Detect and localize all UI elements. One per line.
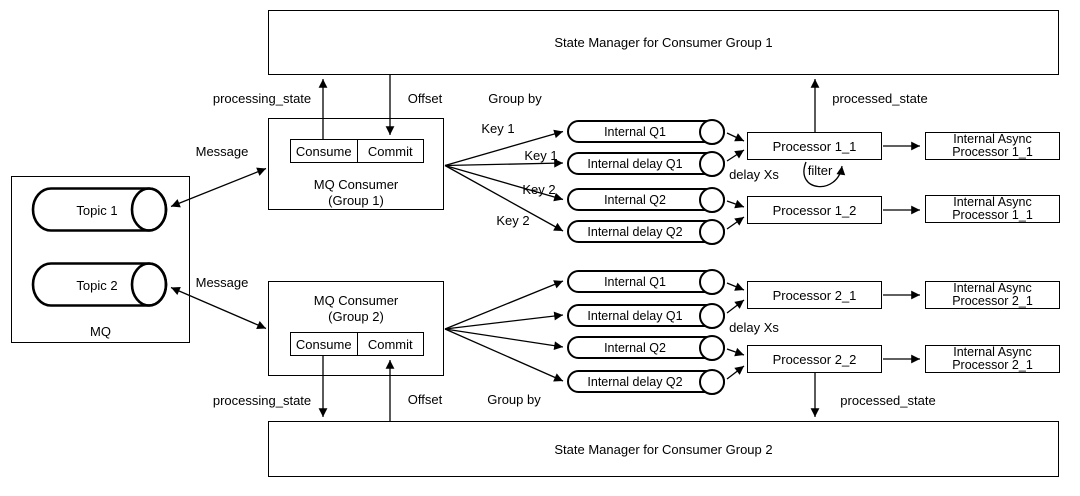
queue-head-circle (699, 187, 725, 213)
queue-label: Internal Q1 (604, 124, 666, 139)
queue-label: Internal delay Q2 (587, 374, 683, 389)
edge-delayq1-to-p11 (726, 149, 745, 162)
processor-1-1-box: Processor 1_1 (747, 132, 882, 160)
edge-label-key2-a: Key 2 (522, 182, 556, 197)
mq-consumer-group1-line2: (Group 1) (328, 192, 384, 208)
edge-key1-to-delayq1-g1 (444, 158, 564, 168)
edge-label-processing-state-2: processing_state (212, 393, 312, 408)
processor-label: Processor 2_2 (772, 351, 857, 367)
mq-box (11, 176, 190, 343)
edge-q1-to-p21 (726, 282, 745, 291)
queue-label: Internal Q2 (604, 192, 666, 207)
queue-head-circle (699, 335, 725, 361)
queue-label: Internal Q2 (604, 340, 666, 355)
edge-fan-q2-g2 (444, 328, 564, 351)
mq-consumer-group1-box (268, 118, 444, 210)
edge-label-processing-state-1: processing_state (212, 91, 312, 106)
queue-label: Internal delay Q1 (587, 308, 683, 323)
edge-label-group-by-1: Group by (488, 91, 542, 106)
consume-commit-table-1: Consume Commit (290, 139, 424, 163)
consume-commit-table-2: Consume Commit (290, 332, 424, 356)
mq-consumer-group1-line1: MQ Consumer (313, 177, 399, 192)
edge-label-key2-b: Key 2 (496, 213, 530, 228)
edge-label-delay-1: delay Xs (729, 167, 779, 182)
async-line2: Processor 1_1 (952, 208, 1033, 222)
mq-consumer-group2-box (268, 281, 444, 376)
topic-2-label: Topic 2 (76, 278, 118, 293)
processor-label: Processor 1_1 (772, 138, 857, 154)
queue-internal-q1-g1: Internal Q1 (567, 119, 725, 145)
consume-cell-1: Consume (295, 143, 352, 159)
queue-internal-delay-q1-g2: Internal delay Q1 (567, 303, 725, 329)
topic-1-label: Topic 1 (76, 203, 118, 218)
edge-label-key1-a: Key 1 (481, 121, 515, 136)
edge-delayq2-to-p12 (726, 216, 745, 230)
async-line2: Processor 1_1 (952, 145, 1033, 159)
edge-q1-to-p11 (726, 132, 745, 142)
queue-internal-delay-q1-g1: Internal delay Q1 (567, 151, 725, 177)
processor-1-2-box: Processor 1_2 (747, 196, 882, 224)
queue-internal-q2-g1: Internal Q2 (567, 187, 725, 213)
queue-internal-q1-g2: Internal Q1 (567, 269, 725, 295)
queue-head-circle (699, 219, 725, 245)
async-line1: Internal Async (953, 131, 1032, 146)
mq-label: MQ (90, 324, 111, 339)
queue-label: Internal delay Q1 (587, 156, 683, 171)
queue-head-circle (699, 151, 725, 177)
queue-label: Internal Q1 (604, 274, 666, 289)
queue-head-circle (699, 369, 725, 395)
commit-cell-2: Commit (356, 333, 424, 355)
edge-label-offset-1: Offset (407, 91, 443, 106)
processor-label: Processor 2_1 (772, 287, 857, 303)
queue-internal-delay-q2-g2: Internal delay Q2 (567, 369, 725, 395)
edge-label-key1-b: Key 1 (524, 148, 558, 163)
mq-consumer-group1-title: MQ Consumer (Group 1) (268, 177, 444, 208)
processor-2-1-box: Processor 2_1 (747, 281, 882, 309)
edge-label-group-by-2: Group by (487, 392, 541, 407)
queue-label: Internal delay Q2 (587, 224, 683, 239)
consume-cell-2: Consume (295, 336, 352, 352)
edge-label-message-1: Message (195, 144, 249, 159)
async-line1: Internal Async (953, 344, 1032, 359)
edge-label-delay-2: delay Xs (729, 320, 779, 335)
edge-q2-to-p22 (726, 347, 745, 357)
edge-label-message-2: Message (195, 275, 249, 290)
edge-fan-delayq1-g2 (444, 311, 564, 330)
queue-head-circle (699, 269, 725, 295)
mq-consumer-group2-line2: (Group 2) (328, 308, 384, 324)
queue-internal-delay-q2-g1: Internal delay Q2 (567, 219, 725, 245)
state-manager-2-box: State Manager for Consumer Group 2 (268, 421, 1059, 477)
edge-fan-q1-g2 (444, 280, 564, 330)
edge-delayq2-to-p22 (726, 365, 745, 380)
edge-label-processed-state-2: processed_state (840, 393, 936, 408)
edge-q2-to-p12 (726, 199, 745, 209)
queue-head-circle (699, 303, 725, 329)
async-line2: Processor 2_1 (952, 294, 1033, 308)
mq-consumer-group2-line1: MQ Consumer (313, 293, 399, 308)
edge-label-offset-2: Offset (407, 392, 443, 407)
state-manager-1-box: State Manager for Consumer Group 1 (268, 10, 1059, 75)
queue-internal-q2-g2: Internal Q2 (567, 335, 725, 361)
queue-head-circle (699, 119, 725, 145)
mq-consumer-group2-title: MQ Consumer (Group 2) (268, 293, 444, 324)
commit-cell-1: Commit (356, 140, 424, 162)
edge-delayq1-to-p21 (726, 299, 745, 314)
state-manager-2-label: State Manager for Consumer Group 2 (554, 441, 773, 457)
processor-label: Processor 1_2 (772, 202, 857, 218)
edge-fan-delayq2-g2 (444, 328, 564, 382)
async-line1: Internal Async (953, 194, 1032, 209)
edge-label-filter: filter (807, 163, 833, 178)
processor-2-2-box: Processor 2_2 (747, 345, 882, 373)
state-manager-1-label: State Manager for Consumer Group 1 (554, 35, 773, 50)
async-line1: Internal Async (953, 280, 1032, 295)
async-line2: Processor 2_1 (952, 358, 1033, 372)
edge-label-processed-state-1: processed_state (832, 91, 928, 106)
